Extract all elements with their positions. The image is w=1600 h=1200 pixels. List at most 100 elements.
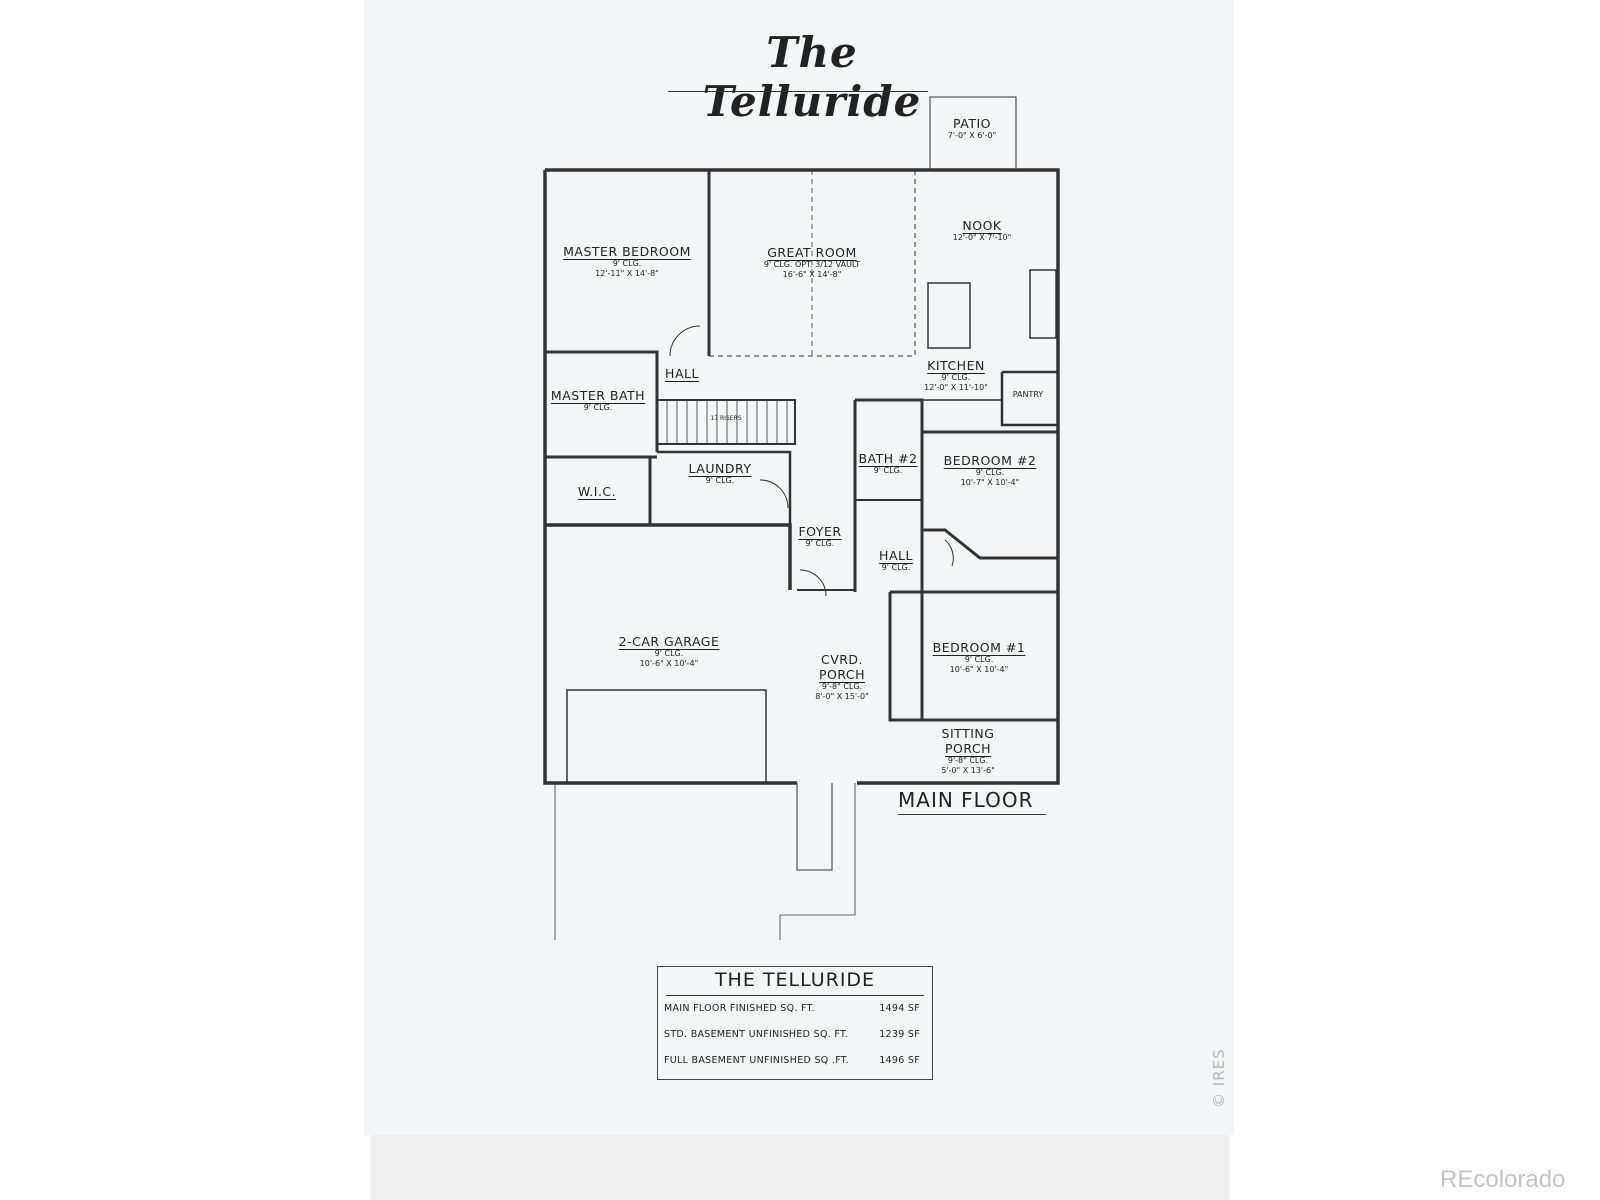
- front-walk: [796, 783, 833, 871]
- bedroom1-clg: 9' CLG.: [964, 655, 994, 664]
- patio-name: PATIO: [953, 116, 991, 131]
- cvrd-porch-dims: 8'-0" X 15'-0": [815, 692, 869, 701]
- stair-outline: [656, 399, 796, 445]
- square-footage-table: THE TELLURIDE MAIN FLOOR FINISHED SQ. FT…: [657, 966, 933, 1080]
- nook-name: NOOK: [962, 218, 1002, 233]
- foyer-clg: 9' CLG.: [805, 539, 835, 548]
- bedroom2-dims: 10'-7" X 10'-4": [960, 478, 1020, 487]
- bath2-wall: [853, 398, 924, 592]
- foyer-name: FOYER: [798, 524, 842, 539]
- kitchen-island: [927, 282, 971, 349]
- summary-row-value: 1239 SF: [879, 1029, 920, 1040]
- title-underline: [668, 91, 928, 92]
- bath2-clg: 9' CLG.: [873, 466, 903, 475]
- room-cvrd-porch: CVRD. PORCH 9'-8" CLG. 8'-0" X 15'-0": [815, 652, 869, 702]
- stair-treads: [666, 400, 788, 444]
- sitting-porch-name1: SITTING: [941, 726, 995, 741]
- room-hall-lower: HALL 9' CLG.: [879, 548, 913, 573]
- room-pantry: PANTRY: [1013, 390, 1044, 400]
- door-swing: [799, 569, 827, 597]
- garage-clg: 9' CLG.: [654, 649, 684, 658]
- laundry-name: LAUNDRY: [688, 461, 752, 476]
- master-bedroom-dims: 12'-11" X 14'-8": [595, 269, 659, 278]
- door-swing: [944, 539, 954, 567]
- cvrd-porch-name2: PORCH: [818, 667, 866, 682]
- room-foyer: FOYER 9' CLG.: [798, 524, 841, 549]
- summary-title-underline: [666, 995, 924, 996]
- sitting-porch-clg: 9'-8" CLG.: [947, 756, 989, 765]
- master-bath-clg: 9' CLG.: [583, 403, 613, 412]
- summary-row-value: 1494 SF: [879, 1003, 920, 1014]
- door-swing: [669, 325, 701, 357]
- great-room-clg: 9' CLG. OPT. 3/12 VAULT: [763, 260, 861, 269]
- garage-dims: 10'-6" X 10'-4": [639, 659, 699, 668]
- room-bath2: BATH #2 9' CLG.: [858, 451, 917, 476]
- room-wic: W.I.C.: [578, 484, 616, 499]
- pantry-name: PANTRY: [1012, 390, 1044, 399]
- room-laundry: LAUNDRY 9' CLG.: [689, 461, 752, 486]
- sitting-porch-name2: PORCH: [944, 741, 992, 756]
- ires-watermark: © IRES: [1210, 1048, 1228, 1108]
- garage-name: 2-CAR GARAGE: [618, 634, 720, 649]
- stair-note: 17 RISERS: [710, 414, 741, 424]
- kitchen-name: KITCHEN: [927, 358, 985, 373]
- room-master-bedroom: MASTER BEDROOM 9' CLG. 12'-11" X 14'-8": [563, 244, 691, 279]
- kitchen-counter: [1029, 269, 1057, 339]
- room-kitchen: KITCHEN 9' CLG. 12'-0" X 11'-10": [924, 358, 988, 393]
- bedroom1-name: BEDROOM #1: [932, 640, 1026, 655]
- nook-dims: 12'-0" X 7'-10": [952, 233, 1012, 242]
- room-great-room: GREAT ROOM 9' CLG. OPT. 3/12 VAULT 16'-6…: [764, 245, 860, 280]
- master-bath-name: MASTER BATH: [550, 388, 646, 403]
- bedroom1-wall: [888, 590, 1058, 722]
- driveway-lines: [554, 783, 856, 940]
- sitting-porch-dims: 5'-0" X 13'-6": [941, 766, 995, 775]
- patio-dims: 7'-0" X 6'-0": [947, 131, 997, 140]
- summary-row-label: STD. BASEMENT UNFINISHED SQ. FT.: [664, 1029, 849, 1040]
- paper-sheet-edge: [370, 1135, 1230, 1200]
- bedroom2-bottom-wall: [922, 528, 1058, 560]
- room-master-bath: MASTER BATH 9' CLG.: [551, 388, 645, 413]
- cvrd-porch-clg: 9'-8" CLG.: [821, 682, 863, 691]
- cvrd-porch-name1: CVRD.: [820, 652, 864, 667]
- room-garage: 2-CAR GARAGE 9' CLG. 10'-6" X 10'-4": [619, 634, 720, 669]
- hall-lower-name: HALL: [879, 548, 913, 563]
- stair-note-text: 17 RISERS: [710, 415, 742, 422]
- master-bedroom-name: MASTER BEDROOM: [563, 244, 691, 259]
- summary-row-value: 1496 SF: [879, 1055, 920, 1066]
- bedroom2-name: BEDROOM #2: [943, 453, 1037, 468]
- kitchen-counter-lower: [922, 399, 1003, 425]
- recolorado-watermark: REcolorado: [1440, 1166, 1566, 1193]
- laundry-wall: [657, 450, 792, 525]
- garage-door: [566, 689, 767, 784]
- kitchen-dims: 12'-0" X 11'-10": [924, 383, 988, 392]
- room-patio: PATIO 7'-0" X 6'-0": [948, 116, 996, 141]
- bedroom1-dims: 10'-6" X 10'-4": [949, 665, 1009, 674]
- room-bedroom1: BEDROOM #1 9' CLG. 10'-6" X 10'-4": [933, 640, 1026, 675]
- hall-upper-name: HALL: [665, 366, 699, 381]
- main-floor-label: MAIN FLOOR: [898, 788, 1034, 812]
- summary-row: STD. BASEMENT UNFINISHED SQ. FT. 1239 SF: [664, 1029, 926, 1040]
- master-bedroom-clg: 9' CLG.: [612, 259, 642, 268]
- summary-row-label: MAIN FLOOR FINISHED SQ. FT.: [664, 1003, 815, 1014]
- paper-sheet: [364, 0, 1234, 1135]
- summary-row: MAIN FLOOR FINISHED SQ. FT. 1494 SF: [664, 1003, 926, 1014]
- hall-lower-clg: 9' CLG.: [881, 563, 911, 572]
- great-room-dims: 16'-6" X 14'-8": [782, 270, 842, 279]
- door-swing: [759, 479, 789, 509]
- garage-wall: [545, 523, 792, 590]
- summary-row-label: FULL BASEMENT UNFINISHED SQ .FT.: [664, 1055, 850, 1066]
- bath2-name: BATH #2: [858, 451, 918, 466]
- room-nook: NOOK 12'-0" X 7'-10": [953, 218, 1012, 243]
- great-room-name: GREAT ROOM: [767, 245, 857, 260]
- room-hall-upper: HALL: [665, 366, 699, 381]
- summary-title: THE TELLURIDE: [714, 969, 876, 991]
- wic-name: W.I.C.: [577, 484, 617, 499]
- room-bedroom2: BEDROOM #2 9' CLG. 10'-7" X 10'-4": [944, 453, 1037, 488]
- plan-title: The Telluride: [702, 28, 922, 126]
- laundry-clg: 9' CLG.: [705, 476, 735, 485]
- bedroom2-clg: 9' CLG.: [975, 468, 1005, 477]
- summary-row: FULL BASEMENT UNFINISHED SQ .FT. 1496 SF: [664, 1055, 926, 1066]
- kitchen-clg: 9' CLG.: [941, 373, 971, 382]
- room-sitting-porch: SITTING PORCH 9'-8" CLG. 5'-0" X 13'-6": [941, 726, 995, 776]
